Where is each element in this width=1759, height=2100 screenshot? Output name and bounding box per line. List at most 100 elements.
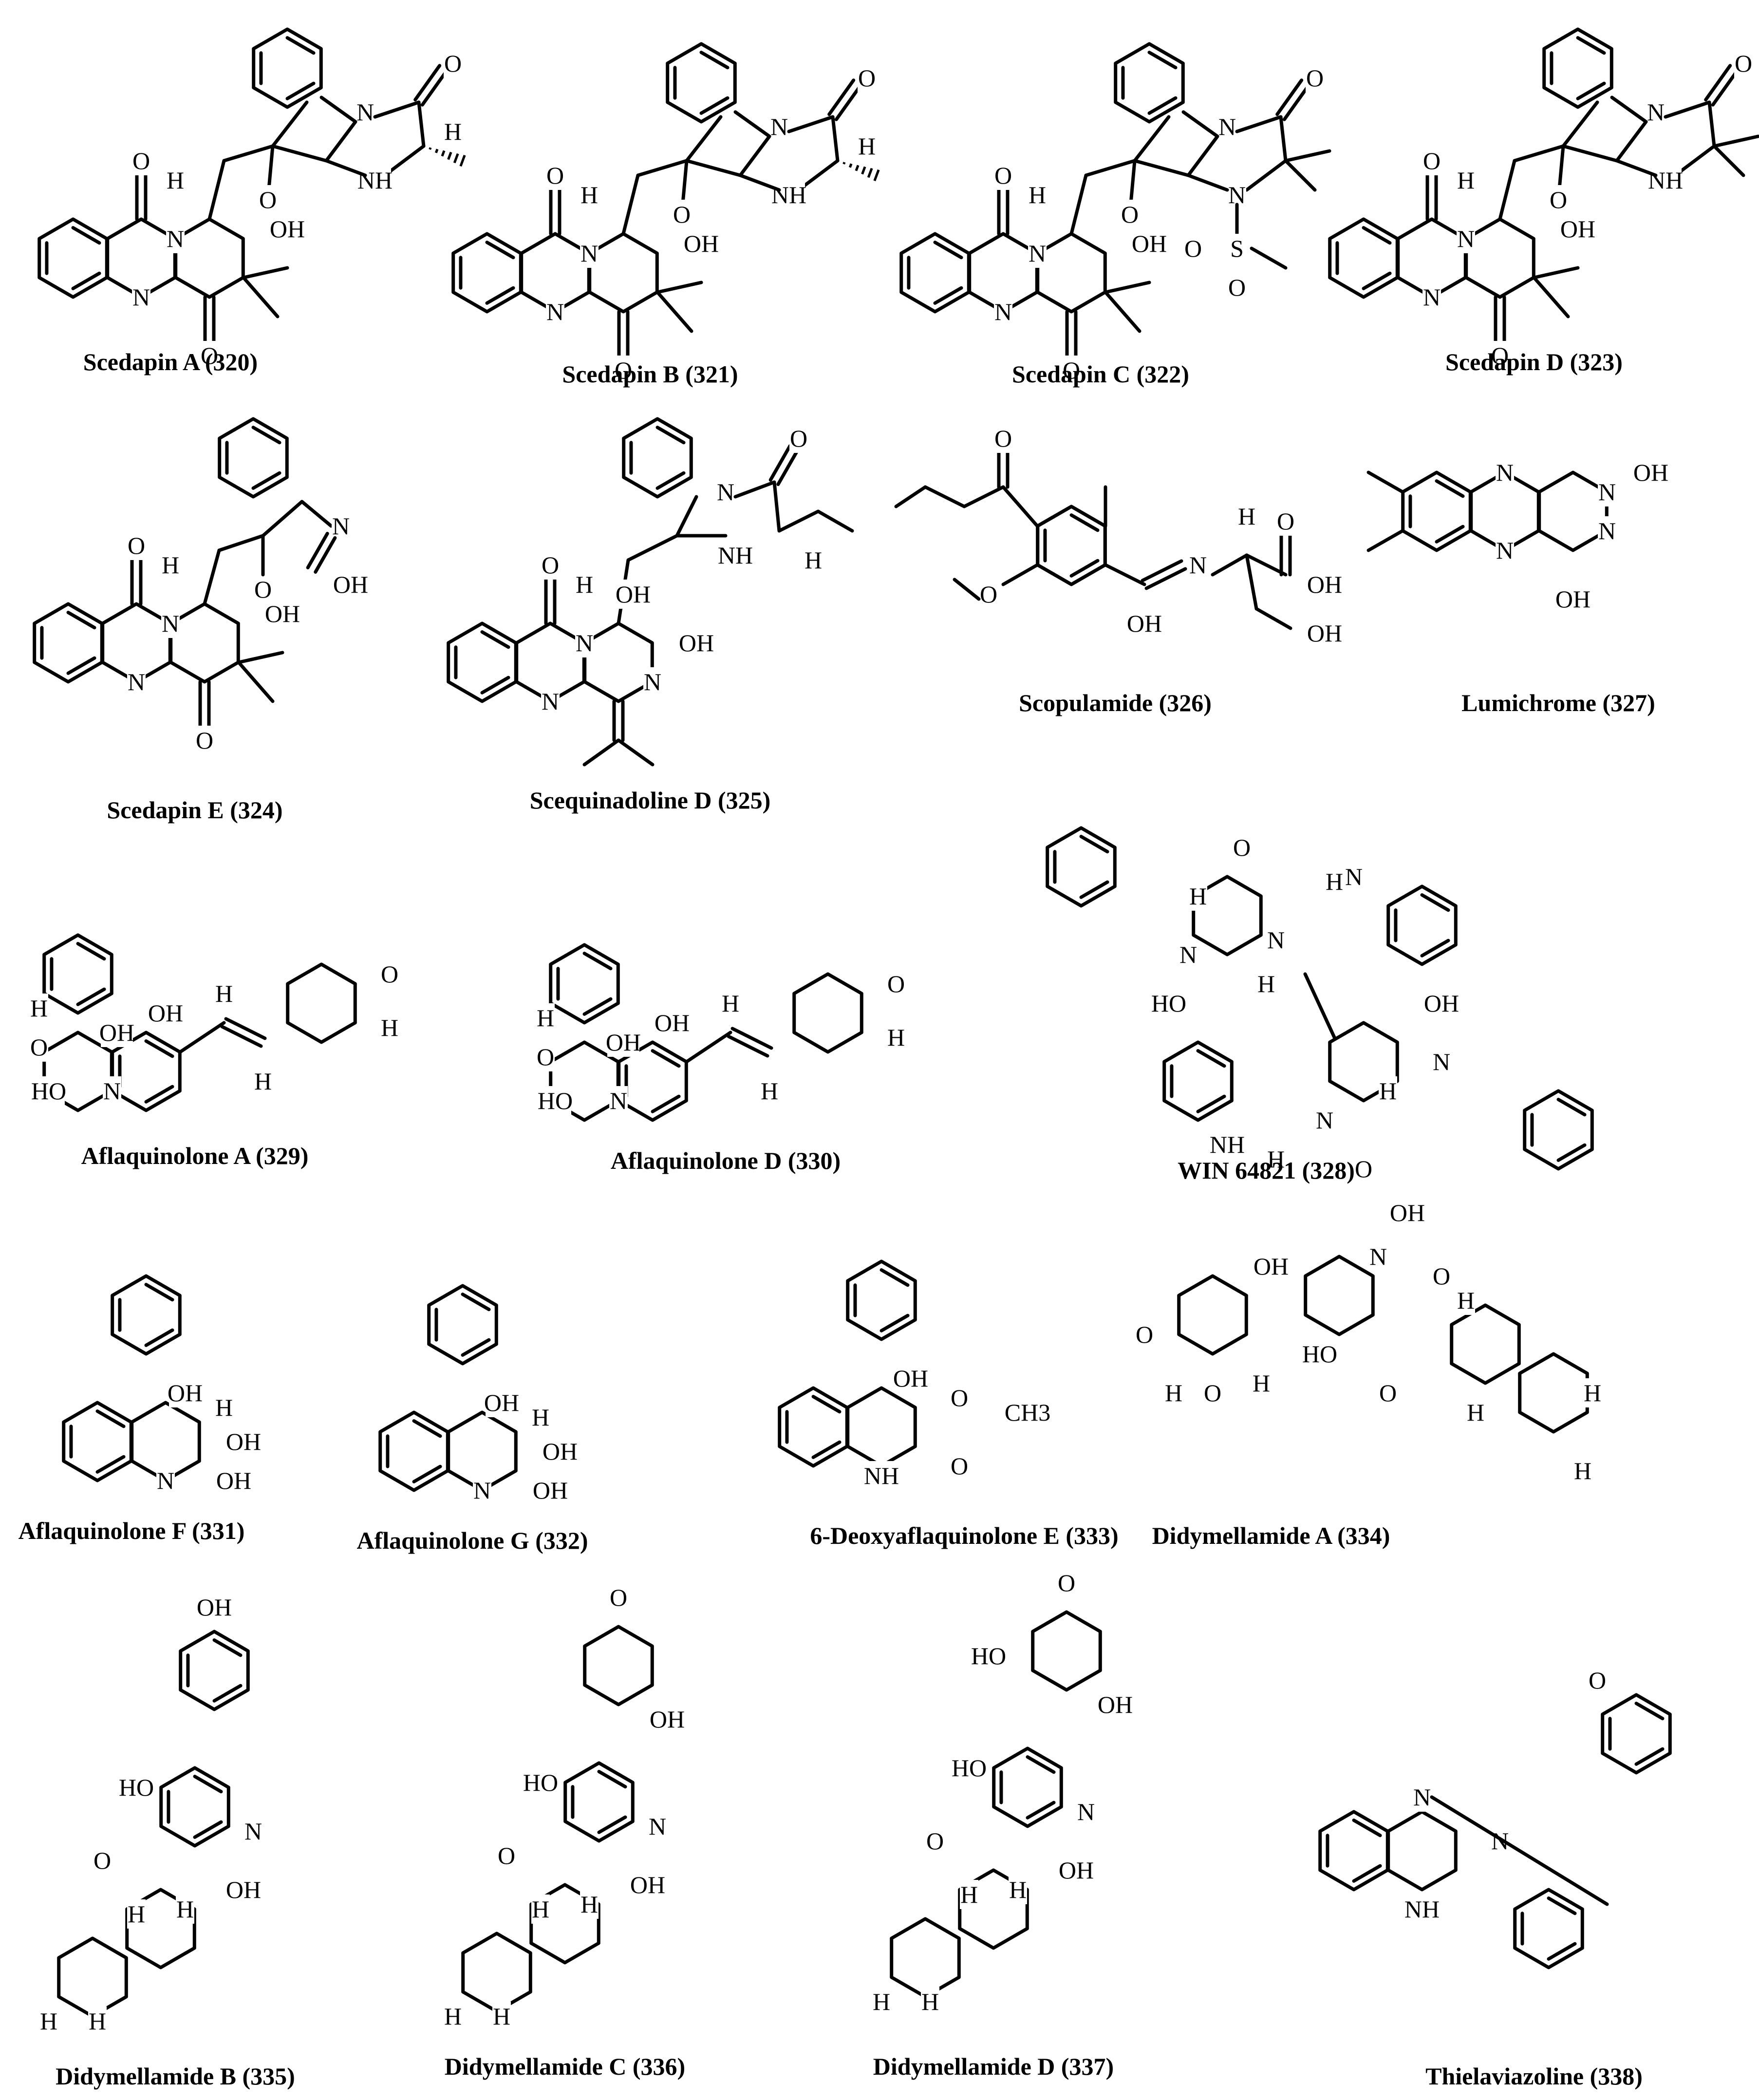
atom-label-bg: [1306, 63, 1324, 93]
atom-label: O: [951, 1384, 968, 1411]
ring-bond: [549, 943, 620, 1025]
ring-bond: [622, 417, 693, 499]
ring-bond: [169, 602, 240, 684]
atom-label: NH: [718, 542, 753, 569]
atom-label: N: [244, 1818, 262, 1845]
atom-label: O: [1228, 274, 1246, 301]
atom-label: H: [162, 551, 179, 579]
double-bond: [1196, 1094, 1226, 1113]
atom-label-bg: [1164, 1378, 1183, 1407]
atom-label-bg: [685, 229, 717, 258]
bond: [733, 480, 776, 499]
atom-label: H: [537, 1004, 554, 1031]
atom-label-bg: [1379, 1378, 1397, 1407]
atom-label: HO: [952, 1754, 987, 1781]
bond: [222, 144, 275, 163]
bond: [685, 159, 742, 177]
atom-label: O: [1204, 1379, 1221, 1406]
atom-label-bg: [1432, 1047, 1451, 1076]
atom-label-bg: [166, 166, 185, 195]
atom-label-bg: [536, 1042, 555, 1071]
atom-label: O: [542, 551, 559, 579]
double-bond: [95, 1409, 126, 1428]
bond: [383, 144, 426, 177]
caption-aflaquinolone-a: Aflaquinolone A (329): [81, 1142, 309, 1169]
bond: [220, 1025, 263, 1048]
atom-label-bg: [531, 1894, 550, 1924]
atom-label-bg: [580, 239, 599, 268]
double-bond: [655, 471, 686, 490]
atom-label: O: [1491, 342, 1509, 369]
atom-label-bg: [127, 1899, 146, 1929]
atom-label: H: [1189, 882, 1207, 910]
atom-label-bg: [1466, 1398, 1485, 1427]
ring-bond: [1450, 1303, 1521, 1385]
atom-label-bg: [994, 424, 1012, 453]
atom-label-bg: [926, 1826, 944, 1856]
atom-label-bg: [1077, 1797, 1095, 1826]
double-bond: [485, 241, 515, 260]
double-bond: [285, 81, 316, 100]
atom-label-bg: [1133, 229, 1165, 258]
atom-label: H: [805, 546, 822, 574]
atom-label: O: [1735, 50, 1752, 77]
double-bond: [1576, 81, 1606, 100]
atom-label: N: [610, 1087, 627, 1114]
atom-label-bg: [1028, 180, 1047, 209]
atom-label: N: [1423, 283, 1441, 311]
bond: [582, 738, 620, 767]
atom-label-bg: [1128, 609, 1160, 638]
bond: [1133, 159, 1190, 177]
atom-label: N: [103, 1077, 121, 1105]
caption-scequinadoline-d: Scequinadoline D (325): [530, 787, 771, 814]
double-bond: [1435, 479, 1465, 498]
ring-bond: [286, 962, 357, 1044]
double-bond: [144, 1085, 174, 1104]
atom-label: H: [1029, 181, 1046, 208]
caption-didymellamide-a: Didymellamide A (334): [1152, 1522, 1390, 1549]
atom-label: N: [1316, 1106, 1333, 1134]
double-bond: [1634, 1747, 1665, 1766]
atom-label-bg: [1562, 214, 1594, 244]
atom-label: N: [1218, 113, 1236, 140]
atom-label-bg: [444, 49, 462, 78]
ring-bond: [252, 27, 323, 109]
caption-scopulamide: Scopulamide (326): [1019, 689, 1212, 716]
double-bond: [811, 1440, 842, 1459]
atom-label-bg: [1189, 550, 1207, 580]
atom-label: H: [167, 167, 184, 194]
atom-label-bg: [244, 1817, 262, 1846]
ring-bond: [899, 232, 971, 314]
atom-label-bg: [973, 1641, 1005, 1670]
ring-bond: [62, 1401, 133, 1482]
atom-label-bg: [609, 1086, 628, 1115]
atom-label: H: [215, 980, 233, 1007]
atom-label: H: [215, 1394, 233, 1421]
atom-label-bg: [1588, 1666, 1607, 1695]
bond: [727, 1034, 769, 1058]
atom-label-bg: [1062, 356, 1081, 385]
atom-label: OH: [168, 1379, 203, 1406]
ring-bond: [563, 1761, 635, 1843]
atom-label: N: [542, 688, 559, 715]
bond: [1711, 69, 1739, 107]
atom-label-bg: [1233, 833, 1251, 862]
atom-label-bg: [93, 1846, 112, 1875]
atom-label: O: [537, 1043, 554, 1070]
atom-label: O: [546, 162, 564, 189]
atom-label-bg: [156, 1466, 175, 1495]
bond: [953, 578, 981, 601]
double-bond: [144, 1039, 174, 1058]
bond: [1254, 607, 1292, 630]
atom-label-bg: [1218, 112, 1236, 141]
bond: [420, 69, 449, 107]
atom-label-bg: [1598, 477, 1616, 506]
atom-label: O: [994, 425, 1012, 452]
atom-label-bg: [1309, 619, 1341, 648]
atom-label-bg: [541, 550, 560, 580]
double-bond: [66, 611, 96, 630]
caption-didymellamide-d: Didymellamide D (337): [873, 2053, 1114, 2080]
